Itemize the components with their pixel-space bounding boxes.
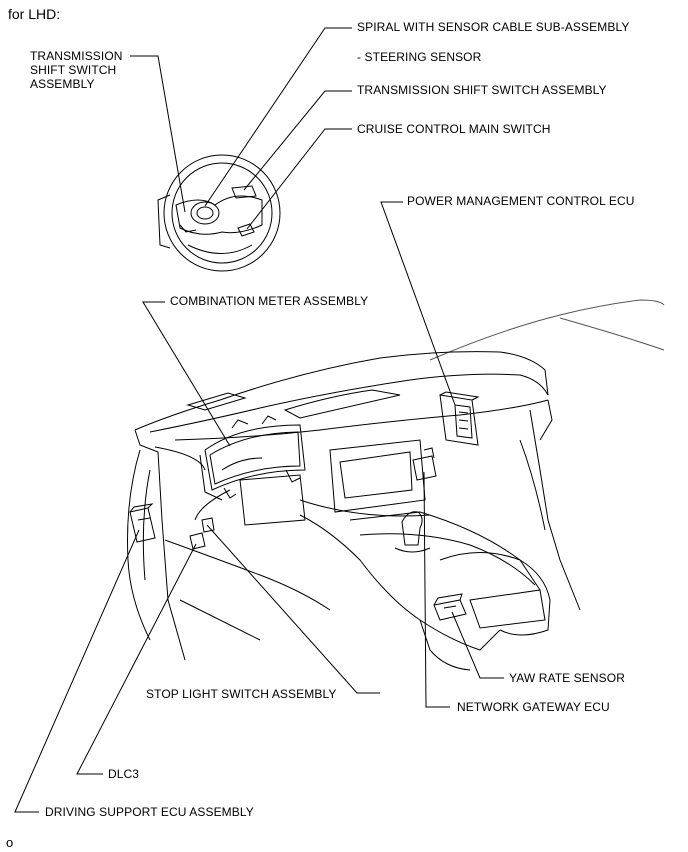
yaw-rate-sensor-illustration: [433, 593, 467, 621]
instrument-panel-illustration: [127, 299, 665, 671]
driving-support-ecu-illustration: [129, 503, 156, 543]
dlc3-illustration: [189, 532, 206, 550]
label-cruise-control-main-switch: CRUISE CONTROL MAIN SWITCH: [357, 122, 551, 136]
network-gateway-ecu-illustration: [412, 447, 437, 481]
label-yaw-rate-sensor: YAW RATE SENSOR: [509, 671, 625, 685]
label-network-gateway-ecu: NETWORK GATEWAY ECU: [457, 700, 610, 714]
label-transmission-shift-switch-assembly-right: TRANSMISSION SHIFT SWITCH ASSEMBLY: [357, 83, 607, 97]
label-stop-light-switch-assembly: STOP LIGHT SWITCH ASSEMBLY: [146, 687, 337, 701]
label-transmission-shift-switch-assembly-left: TRANSMISSION SHIFT SWITCH ASSEMBLY: [30, 49, 123, 91]
steering-wheel-illustration: [157, 154, 281, 272]
leader-lines: [14, 27, 504, 813]
diagram-title: for LHD:: [8, 6, 61, 22]
power-management-ecu-illustration: [439, 391, 480, 446]
stop-light-switch-illustration: [201, 517, 215, 533]
label-driving-support-ecu-assembly: DRIVING SUPPORT ECU ASSEMBLY: [45, 805, 254, 819]
label-spiral-cable: SPIRAL WITH SENSOR CABLE SUB-ASSEMBLY: [357, 20, 630, 34]
label-steering-sensor: - STEERING SENSOR: [357, 50, 482, 64]
label-power-management-control-ecu: POWER MANAGEMENT CONTROL ECU: [407, 194, 635, 208]
combination-meter-illustration: [199, 415, 306, 501]
footer-mark: o: [6, 835, 14, 850]
label-combination-meter-assembly: COMBINATION METER ASSEMBLY: [170, 294, 369, 308]
label-dlc3: DLC3: [108, 767, 140, 781]
